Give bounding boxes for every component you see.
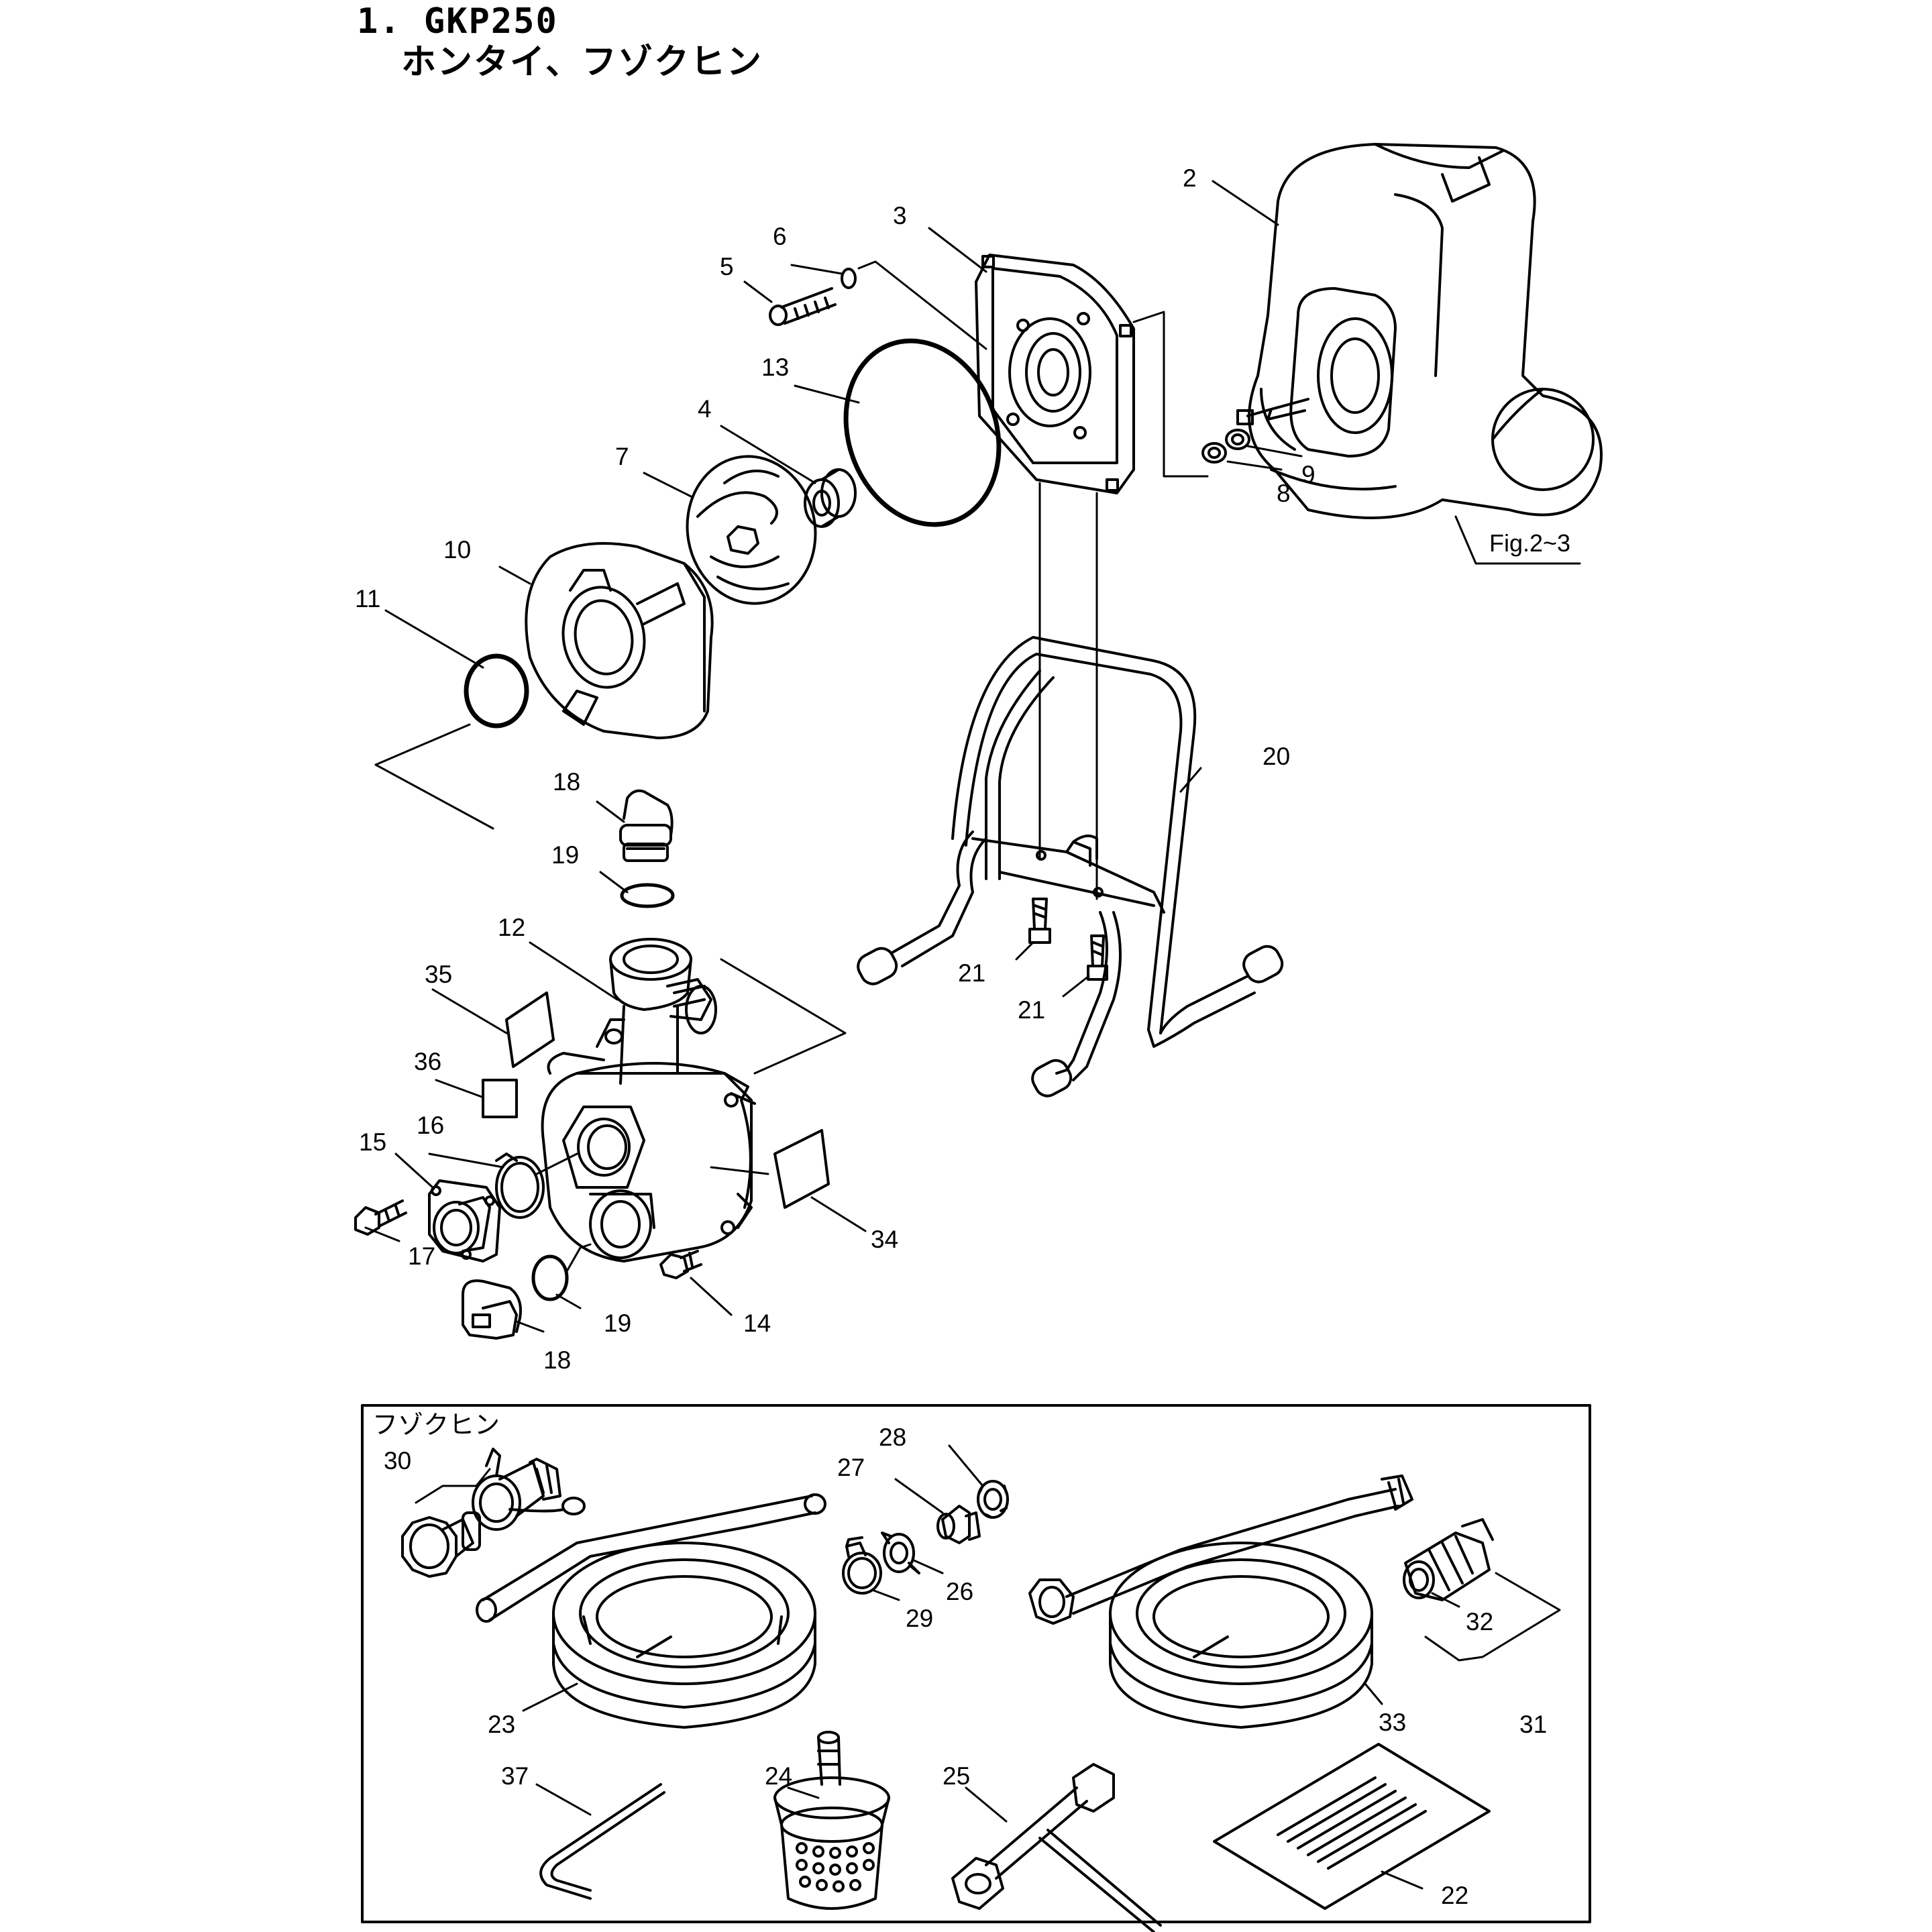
inlet-cover-15 [428,1179,501,1263]
callout-37: 37 [501,1762,529,1790]
nut-28 [977,1480,1009,1519]
callout-14: 14 [743,1309,771,1337]
label-sticker-35 [505,991,555,1068]
callout-4: 4 [698,395,712,423]
spark-plug-wrench-25 [951,1763,1162,1932]
callout-30: 30 [384,1447,411,1474]
callout-17: 17 [408,1242,435,1270]
drain-plug-18-top [619,789,674,862]
callout-25: 25 [943,1762,970,1790]
callout-36: 36 [414,1048,441,1075]
wing-nut-26 [881,1532,920,1574]
callout-13: 13 [761,354,789,381]
snap-ring-16 [495,1152,545,1219]
callout-7: 7 [615,443,629,470]
washer-8 [1201,442,1227,464]
callout-10: 10 [443,536,471,564]
callout-31: 31 [1519,1711,1547,1738]
o-ring-11 [464,653,529,729]
hose-coupling-32 [1403,1518,1494,1601]
strainer-24 [773,1731,890,1910]
callout-21-right: 21 [1018,996,1045,1024]
callout-8: 8 [1277,480,1291,507]
hose-nipple-27 [936,1505,981,1544]
callout-3: 3 [893,202,907,229]
page-title: 1. GKP250 [357,1,558,42]
drain-plug-18-bottom [462,1279,522,1340]
figure-reference: Fig.2~3 [1489,529,1570,557]
accessories-title: フゾクヒン [372,1411,500,1440]
o-ring-13 [843,338,1002,527]
o-ring-19-bottom [531,1254,569,1301]
screw-21-right [1087,934,1108,981]
bolt-5 [769,287,837,326]
callout-34: 34 [871,1226,898,1253]
callout-28: 28 [879,1424,906,1451]
instruction-manual-22 [1213,1743,1491,1910]
bolt-17 [354,1199,407,1236]
label-sticker-34 [773,1129,830,1209]
screw-21-left [1028,898,1051,944]
callout-32: 32 [1466,1608,1493,1635]
page-subtitle: ホンタイ、フゾクヒン [401,42,763,83]
callout-9: 9 [1301,461,1316,488]
washer-9 [1225,429,1250,450]
mechanical-seal-4 [804,468,857,528]
engine-unit [1236,143,1603,519]
callout-16: 16 [417,1112,444,1139]
callout-35: 35 [425,961,452,988]
pump-case-12 [541,938,756,1263]
callout-26: 26 [946,1578,973,1605]
discharge-hose-33 [1028,1474,1413,1729]
callout-6: 6 [773,223,787,250]
impeller-7 [686,455,817,605]
callout-22: 22 [1441,1882,1468,1909]
callout-15: 15 [359,1128,386,1156]
callout-18-bottom: 18 [543,1346,571,1374]
callout-29: 29 [906,1605,933,1632]
callout-12: 12 [498,914,525,941]
casing-10 [525,542,714,739]
callout-23: 23 [488,1711,515,1738]
callout-5: 5 [720,253,734,280]
label-sticker-36 [482,1079,518,1118]
stand-frame-20 [857,636,1284,1097]
callout-24: 24 [765,1762,792,1790]
callout-19-top: 19 [551,841,579,869]
callout-19-bottom: 19 [604,1309,631,1337]
hose-coupling-30 [401,1448,586,1578]
callout-33: 33 [1379,1709,1406,1736]
o-ring-6 [841,268,857,289]
pump-bracket [975,254,1135,494]
callout-27: 27 [837,1454,865,1481]
hex-wrench-37 [539,1783,665,1900]
callout-2: 2 [1183,164,1197,192]
bolt-14 [659,1250,702,1279]
callout-21-left: 21 [958,959,985,987]
suction-hose-23 [476,1493,826,1729]
accessories-box [361,1404,1591,1923]
hose-clamp-29 [842,1536,882,1595]
callout-11: 11 [355,585,380,612]
callout-20: 20 [1263,743,1290,770]
o-ring-19-top [620,883,675,908]
callout-18-top: 18 [553,768,580,796]
